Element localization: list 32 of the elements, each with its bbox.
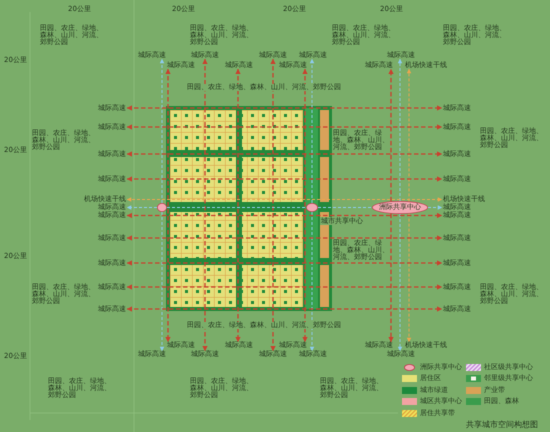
ellipse-marker [306,203,318,212]
road-arrow [160,212,164,352]
caption: 共享城市空间构想图 [466,421,538,429]
road-arrow [202,58,208,352]
road-arrow [160,58,164,204]
road-arrow [235,68,241,342]
road-arrow [126,197,442,202]
road-arrow [126,212,442,218]
road-arrow [126,205,158,210]
road-arrow [165,68,171,342]
road-arrow [126,151,442,157]
road-arrow [310,58,314,204]
road-arrow [428,205,442,210]
road-arrow [126,235,442,241]
ellipse-marker [157,203,167,212]
road-arrow [126,105,442,111]
road-arrow [126,176,442,182]
road-arrow [270,58,276,352]
road-arrow [406,213,412,342]
road-arrow [126,284,442,290]
road-arrow [388,214,394,342]
road-arrow [126,124,442,130]
road-arrow [126,260,442,266]
road-arrow [398,58,402,202]
road-arrow [388,68,394,202]
road-arrow [302,68,308,342]
road-arrow [398,214,402,352]
road-arrow [310,212,314,352]
road-line [166,207,306,208]
road-arrow [406,68,412,202]
road-line [318,207,372,208]
road-arrow [126,306,442,312]
